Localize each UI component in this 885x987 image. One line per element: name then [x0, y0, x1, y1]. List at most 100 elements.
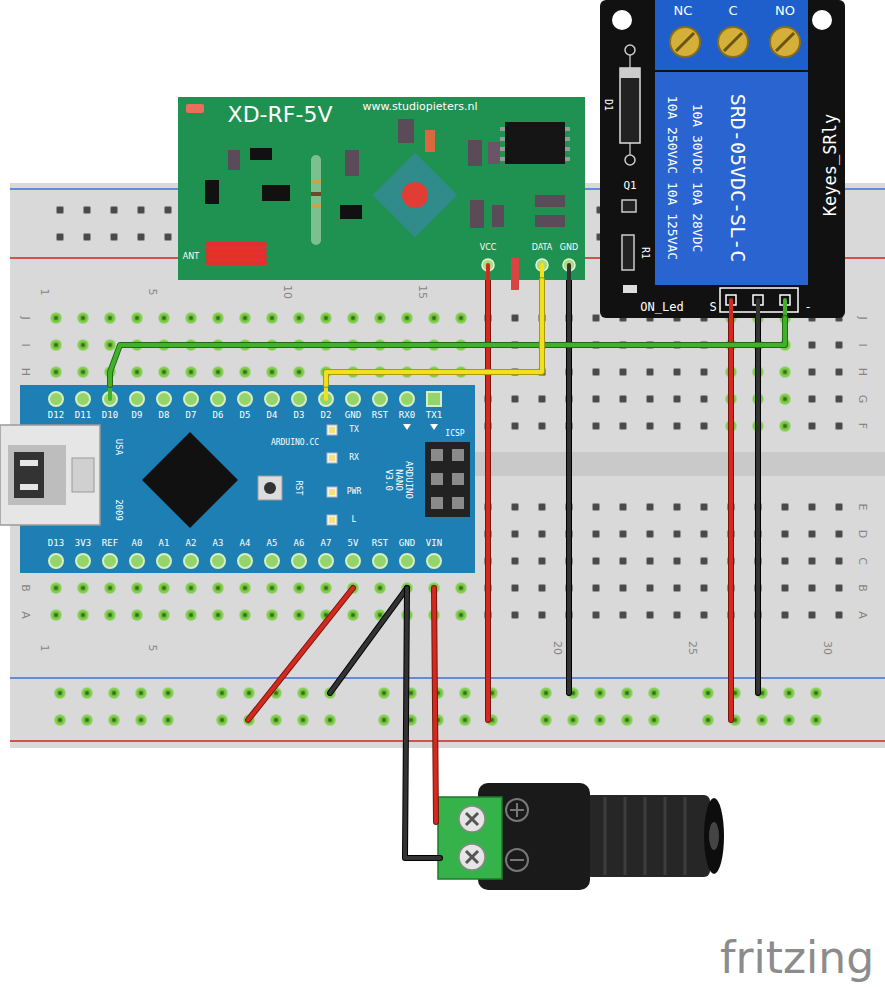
breadboard-index: 10 [282, 285, 293, 299]
breadboard-index: I [857, 343, 868, 346]
relay-module-art [600, 0, 845, 318]
breadboard-index: 1 [39, 289, 50, 296]
jack-wires [405, 588, 440, 858]
board-label: D9 [132, 411, 143, 420]
breadboard-index: 15 [417, 285, 428, 299]
board-label: ICSP [445, 430, 464, 438]
jumper-wire [110, 318, 785, 385]
wire-stroke [110, 318, 785, 385]
breadboard-index: G [857, 395, 868, 404]
board-label: ARDUINO NANO V3.0 [383, 458, 413, 503]
board-label: S [709, 301, 716, 313]
breadboard-index: E [857, 504, 868, 511]
breadboard-index: J [20, 316, 31, 319]
board-label: ANT [183, 253, 199, 261]
board-label: D11 [75, 411, 91, 420]
breadboard-index: I [20, 343, 31, 346]
board-label: SRD-05VDC-SL-C [728, 94, 748, 263]
board-label: PWR [347, 488, 361, 496]
board-label: ON_Led [640, 301, 683, 313]
board-label: D3 [294, 411, 305, 420]
breadboard-index: H [20, 368, 31, 376]
board-label: RX0 [399, 411, 415, 420]
board-label: GND [345, 411, 361, 420]
board-label: TX1 [426, 411, 442, 420]
board-label: D8 [159, 411, 170, 420]
breadboard-index: D [857, 530, 868, 538]
arduino-nano-board: D12D11D10D9D8D7D6D5D4D3D2GNDRSTRX0TX1ARD… [20, 385, 475, 573]
board-label: www.studiopieters.nl [363, 101, 478, 112]
board-label: GND [399, 539, 415, 548]
wire-stroke [110, 318, 785, 385]
board-label: Q1 [623, 180, 636, 191]
board-label: D5 [240, 411, 251, 420]
relay-module: NC C NO 10A 250VAC 10A 125VAC 10A 30VDC 10A … [600, 0, 845, 318]
board-label: DATA [532, 244, 553, 252]
board-label: TX [349, 426, 359, 434]
board-label: 5V [348, 539, 359, 548]
breadboard-index: H [857, 368, 868, 376]
board-label: GND [560, 244, 578, 252]
board-label: A4 [240, 539, 251, 548]
board-label: RX [349, 454, 359, 462]
board-label: RST [294, 481, 302, 495]
breadboard-index: C [857, 557, 868, 565]
breadboard-index: J [857, 316, 868, 319]
breadboard-index: B [857, 584, 868, 592]
board-label: ARDUINO.CC [271, 439, 319, 447]
wire-stroke [326, 280, 542, 385]
board-label: NC [674, 4, 693, 17]
breadboard-index: 20 [552, 641, 563, 655]
breadboard-index: 30 [822, 641, 833, 655]
board-label: D2 [321, 411, 332, 420]
wire-stubs [110, 265, 785, 399]
arduino-nano-art [0, 385, 475, 573]
board-label: A6 [294, 539, 305, 548]
watermark: fritzing [720, 936, 874, 980]
rf-receiver-module: XD-RF-5V www.studiopieters.nlANT VCC DATA GN… [178, 97, 585, 280]
board-label: A1 [159, 539, 170, 548]
board-label: 2009 [114, 499, 123, 521]
board-label: - [804, 301, 811, 313]
breadboard-index: 1 [39, 645, 50, 652]
breadboard-index: 5 [147, 289, 158, 296]
breadboard-index: A [20, 611, 31, 619]
board-label: D12 [48, 411, 64, 420]
board-label: L [352, 516, 357, 524]
board-label: REF [102, 539, 118, 548]
wire-stroke [326, 280, 542, 385]
board-label: XD-RF-5V [228, 104, 333, 126]
breadboard-index: F [857, 423, 868, 429]
board-label: USA [114, 439, 123, 455]
board-label: A3 [213, 539, 224, 548]
jumper-wire [326, 280, 542, 385]
board-label: RST [372, 411, 388, 420]
board-label: NO [775, 4, 795, 17]
board-label: VCC [480, 244, 497, 252]
board-label: A0 [132, 539, 143, 548]
board-label: D4 [267, 411, 278, 420]
board-label: D1 [603, 99, 613, 111]
board-label: D13 [48, 539, 64, 548]
breadboard-index: 5 [147, 645, 158, 652]
board-label: VIN [426, 539, 442, 548]
board-label: RST [372, 539, 388, 548]
board-label: Keyes_SRly [822, 114, 839, 216]
breadboard-index: B [20, 584, 31, 592]
board-label: D7 [186, 411, 197, 420]
board-label: A7 [321, 539, 332, 548]
board-label: D10 [102, 411, 118, 420]
board-label: 10A 250VAC 10A 125VAC [666, 96, 679, 260]
dc-jack [438, 783, 724, 890]
breadboard-index: 25 [687, 641, 698, 655]
board-label: R1 [640, 247, 650, 259]
board-label: A5 [267, 539, 278, 548]
board-label: 3V3 [75, 539, 91, 548]
board-label: A2 [186, 539, 197, 548]
breadboard-index: A [857, 611, 868, 619]
board-label: C [728, 4, 737, 17]
board-label: D6 [213, 411, 224, 420]
board-label: 10A 30VDC 10A 28VDC [691, 104, 704, 253]
